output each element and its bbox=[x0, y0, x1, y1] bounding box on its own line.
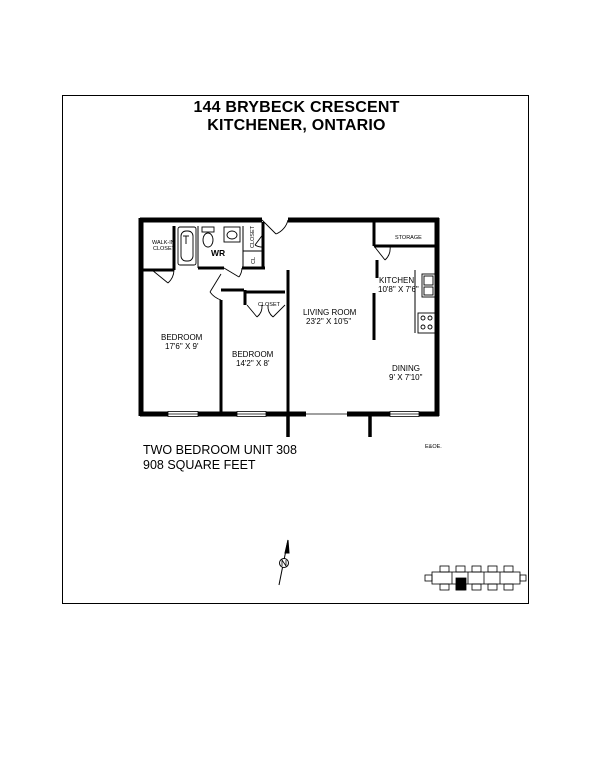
walk-in-closet-label-2: CLOSET bbox=[153, 246, 176, 252]
dining-name: DINING bbox=[392, 364, 420, 373]
door-swings bbox=[151, 219, 391, 318]
north-arrow-icon bbox=[278, 539, 290, 586]
kitchen-fixtures bbox=[417, 273, 436, 334]
bedroom2-name: BEDROOM bbox=[232, 350, 274, 359]
windows bbox=[167, 411, 420, 417]
bedroom2-closet-label: CLOSET bbox=[258, 302, 281, 308]
bedroom1-dims: 17'6" X 9' bbox=[165, 342, 199, 351]
address-line-2: KITCHENER, ONTARIO bbox=[207, 117, 386, 134]
credit-note: E&OE. bbox=[425, 444, 442, 450]
unit-area: 908 SQUARE FEET bbox=[143, 458, 256, 472]
bathroom-fixtures bbox=[177, 226, 241, 266]
washroom-label: WR bbox=[211, 248, 225, 258]
dining-dims: 9' X 7'10" bbox=[389, 373, 423, 382]
exterior-walls bbox=[138, 217, 440, 417]
closet-vertical-label: CLOSET bbox=[250, 225, 256, 248]
bedroom1-name: BEDROOM bbox=[161, 333, 203, 342]
page-frame bbox=[62, 95, 529, 604]
bedroom2-dims: 14'2" X 8' bbox=[236, 359, 270, 368]
living-room-name: LIVING ROOM bbox=[303, 308, 357, 317]
balcony-door bbox=[286, 413, 372, 437]
living-room-dims: 23'2" X 10'5" bbox=[306, 317, 351, 326]
address-line-1: 144 BRYBECK CRESCENT bbox=[193, 99, 400, 116]
unit-description: TWO BEDROOM UNIT 308 bbox=[143, 443, 297, 457]
kitchen-dims: 10'8" X 7'6" bbox=[378, 285, 419, 294]
storage-label: STORAGE bbox=[395, 235, 422, 241]
walk-in-closet-label-1: WALK-IN bbox=[152, 240, 175, 246]
kitchen-name: KITCHEN bbox=[379, 276, 414, 285]
partitions bbox=[197, 226, 416, 333]
interior-walls bbox=[143, 222, 435, 412]
closet-small-label: CL bbox=[251, 257, 257, 264]
key-plan bbox=[424, 565, 527, 591]
